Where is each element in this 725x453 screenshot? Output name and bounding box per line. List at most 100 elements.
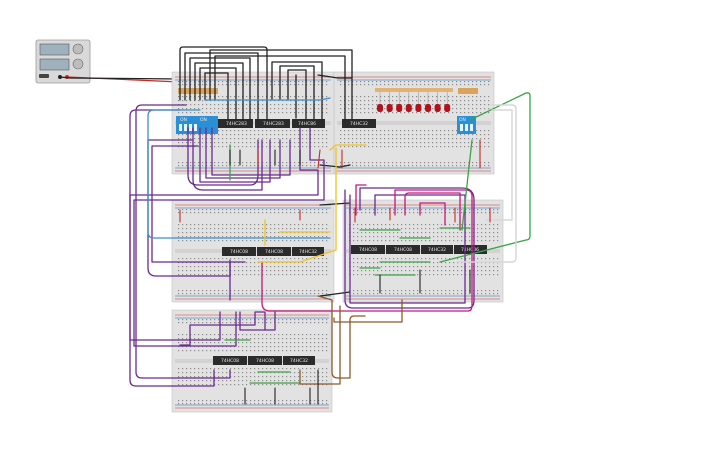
wire-purple-2[interactable] xyxy=(192,127,263,191)
breadboard-hole xyxy=(290,138,292,140)
wire-purple-13[interactable] xyxy=(239,311,276,331)
wire-purple-5[interactable] xyxy=(211,127,291,176)
wire-purple-7[interactable] xyxy=(135,104,231,379)
wire-green-2[interactable] xyxy=(461,139,473,231)
power-wire-negative[interactable] xyxy=(59,76,183,80)
dip-switch-2[interactable]: ON xyxy=(198,116,218,134)
breadboard-hole xyxy=(258,209,260,211)
wire-purple-15[interactable] xyxy=(349,194,466,304)
wire-yellow-1[interactable] xyxy=(329,144,367,151)
wire-green-6[interactable] xyxy=(399,227,471,239)
wire-purple-12[interactable] xyxy=(179,311,266,346)
wire-brown-3[interactable] xyxy=(333,299,403,323)
wire-magenta-1[interactable] xyxy=(261,189,473,312)
wire-black-10[interactable] xyxy=(279,65,315,121)
voltage-knob-icon[interactable] xyxy=(72,43,84,55)
wire-purple-1[interactable] xyxy=(187,127,259,186)
wire-red-jumpers-3[interactable] xyxy=(179,209,301,223)
wire-black-jumpers-bottom[interactable] xyxy=(244,369,319,405)
breadboard-hole xyxy=(294,84,296,86)
breadboard-hole xyxy=(190,100,192,102)
wire-black-7[interactable] xyxy=(209,49,353,121)
breadboard-hole xyxy=(310,262,312,264)
wire-green-1[interactable] xyxy=(439,92,531,263)
wire-magenta-2[interactable] xyxy=(404,192,461,231)
wire-black-1[interactable] xyxy=(179,46,268,121)
wire-black-11[interactable] xyxy=(287,69,307,121)
breadboard-hole xyxy=(401,209,403,211)
wire-brown-2[interactable] xyxy=(299,305,341,385)
breadboard-hole xyxy=(222,224,224,226)
breadboard-hole xyxy=(270,266,272,268)
wire-green-5[interactable] xyxy=(224,339,301,384)
breadboard-hole xyxy=(497,209,499,211)
breadboard-hole xyxy=(448,165,450,167)
breadboard-hole xyxy=(413,228,415,230)
wire-black-jumpers-right[interactable] xyxy=(379,269,471,294)
wire-black-jumpers-top[interactable] xyxy=(229,149,301,166)
wire-purple-3[interactable] xyxy=(199,127,271,183)
wire-black-13[interactable] xyxy=(317,74,353,79)
breadboard-hole xyxy=(266,228,268,230)
wire-magenta-4[interactable] xyxy=(355,184,367,216)
breadboard-hole xyxy=(445,236,447,238)
wire-black-8[interactable] xyxy=(214,55,346,121)
breadboard-hole xyxy=(480,96,482,98)
wire-black-14[interactable] xyxy=(319,164,351,168)
breadboard-hole xyxy=(282,319,284,321)
wire-magenta-3[interactable] xyxy=(419,202,446,226)
wire-white-1[interactable] xyxy=(457,104,517,263)
wire-black-2[interactable] xyxy=(184,52,259,121)
breadboard-hole xyxy=(310,96,312,98)
breadboard-hole xyxy=(222,240,224,242)
wire-yellow-2[interactable] xyxy=(257,147,337,263)
wire-purple-4[interactable] xyxy=(205,127,281,179)
wire-purple-9[interactable] xyxy=(151,145,246,263)
power-supply[interactable] xyxy=(35,39,91,84)
power-switch-icon[interactable] xyxy=(39,74,49,78)
dip-switch-3[interactable]: ON xyxy=(457,116,476,134)
chip-c13: 74HC08 xyxy=(248,356,282,365)
breadboard-hole xyxy=(340,142,342,144)
wire-black-4[interactable] xyxy=(194,62,244,121)
breadboard-hole xyxy=(298,290,300,292)
wire-purple-8[interactable] xyxy=(147,139,231,277)
wire-blue-2[interactable] xyxy=(204,97,331,101)
wire-red-jumpers[interactable] xyxy=(257,139,481,169)
wire-black-9[interactable] xyxy=(271,61,323,121)
wire-white-2[interactable] xyxy=(485,109,513,221)
wire-purple-6[interactable] xyxy=(129,109,215,387)
breadboard-hole xyxy=(357,262,359,264)
breadboard-hole xyxy=(190,322,192,324)
breadboard-hole xyxy=(472,81,474,83)
breadboard-hole xyxy=(178,334,180,336)
breadboard-hole xyxy=(404,146,406,148)
breadboard-hole xyxy=(218,236,220,238)
wire-black-6[interactable] xyxy=(204,72,229,121)
breadboard-hole xyxy=(242,134,244,136)
breadboard-hole xyxy=(318,372,320,374)
wire-red-jumpers-2[interactable] xyxy=(354,207,491,223)
wire-green-4[interactable] xyxy=(359,229,431,276)
breadboard-hole xyxy=(238,240,240,242)
wire-black-5[interactable] xyxy=(199,67,237,121)
breadboard-hole xyxy=(266,130,268,132)
breadboard-hole xyxy=(186,162,188,164)
current-knob-icon[interactable] xyxy=(72,58,84,70)
breadboard-hole xyxy=(380,96,382,98)
wire-purple-14[interactable] xyxy=(344,187,475,309)
wire-black-3[interactable] xyxy=(189,57,251,121)
breadboard-hole xyxy=(202,209,204,211)
breadboard-hole xyxy=(425,293,427,295)
breadboard-hole xyxy=(286,236,288,238)
wire-purple-11[interactable] xyxy=(133,127,325,347)
wire-brown-1[interactable] xyxy=(317,295,366,379)
breadboard-hole xyxy=(322,270,324,272)
wire-purple-10[interactable] xyxy=(129,127,319,341)
breadboard-hole xyxy=(493,224,495,226)
breadboard-hole xyxy=(480,81,482,83)
wire-blue-1[interactable] xyxy=(147,109,331,239)
breadboard-hole xyxy=(468,81,470,83)
breadboard-hole xyxy=(274,138,276,140)
breadboard-hole xyxy=(234,96,236,98)
